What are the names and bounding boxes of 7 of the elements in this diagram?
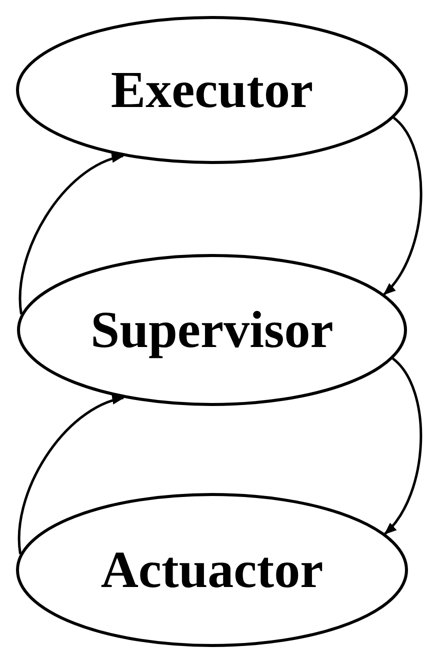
curved-arrow xyxy=(383,116,422,296)
curved-arrow xyxy=(384,358,422,535)
curved-arrow xyxy=(18,396,125,554)
node-label: Actuactor xyxy=(100,540,324,600)
curved-arrow xyxy=(18,154,124,314)
node-label: Executor xyxy=(110,60,314,120)
node-label: Supervisor xyxy=(90,300,334,360)
